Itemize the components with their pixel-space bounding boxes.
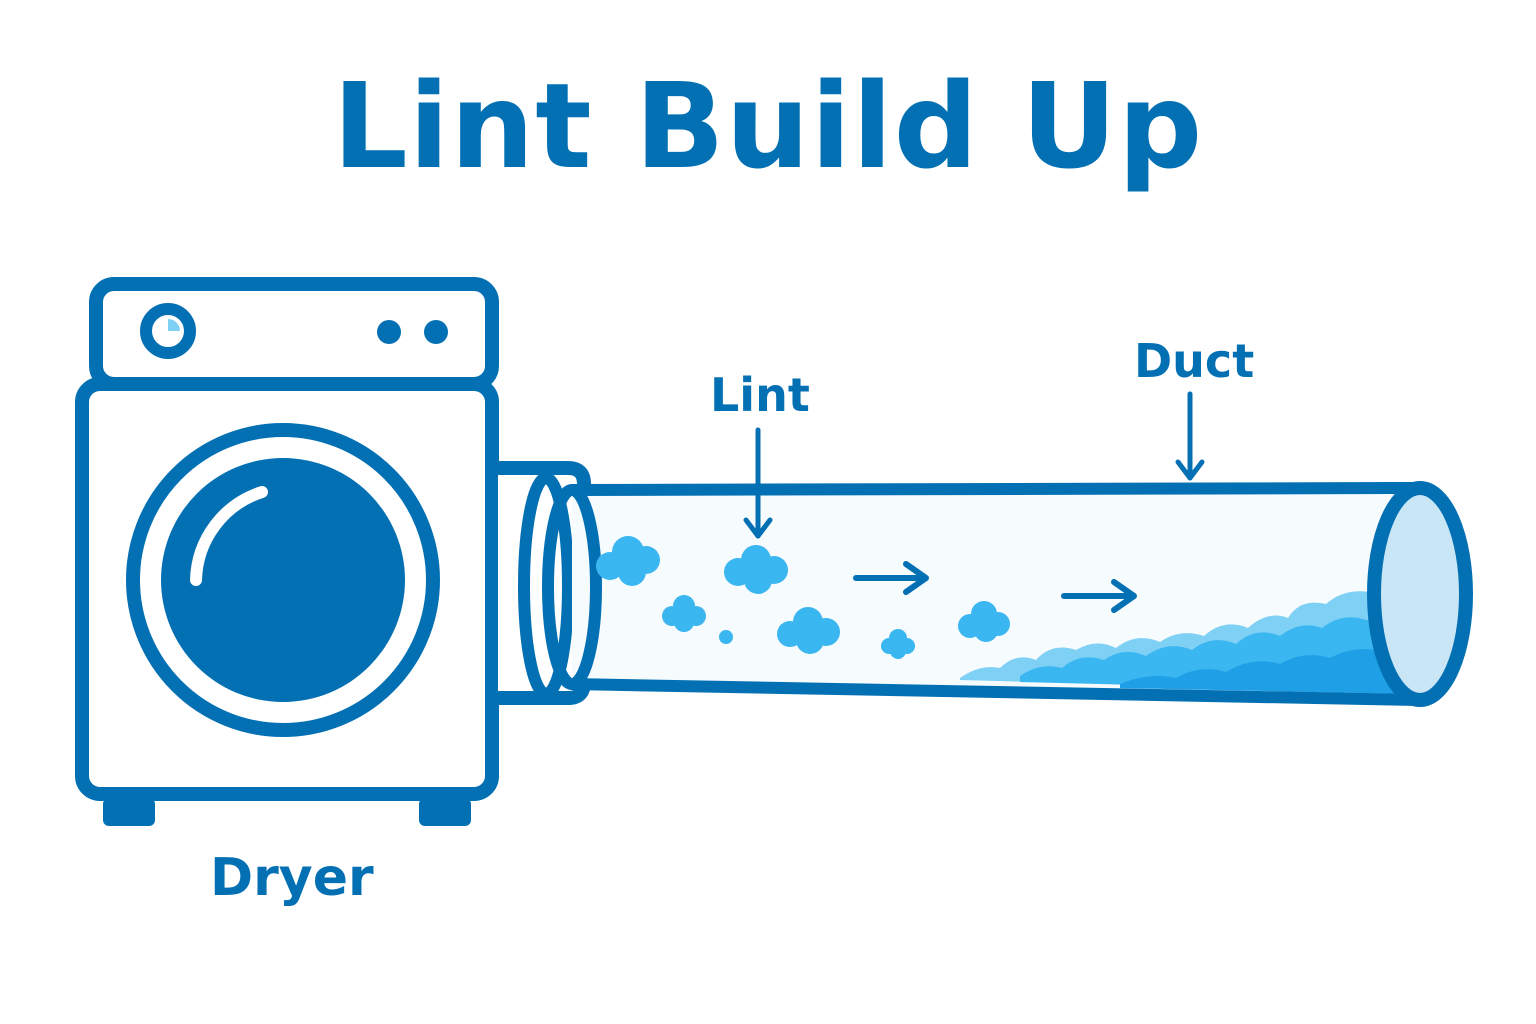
lint-cloud (958, 601, 1010, 642)
duct-connector (498, 461, 591, 705)
lint-cloud (881, 629, 915, 659)
dryer-label: Dryer (210, 848, 374, 908)
duct-pointer-arrow (1175, 391, 1205, 481)
lint-cloud (662, 595, 706, 632)
lint-cloud (724, 545, 788, 594)
dryer-indicator-dot (377, 320, 401, 344)
lint-label: Lint (710, 368, 810, 422)
dryer-foot (419, 798, 471, 826)
page-title: Lint Build Up (332, 57, 1204, 195)
lint-pointer-arrow (743, 427, 773, 539)
lint-cloud (777, 607, 840, 654)
dryer-icon (75, 277, 499, 826)
lint-pile (960, 590, 1410, 694)
lint-speck (719, 630, 733, 644)
dryer-foot (103, 798, 155, 826)
dryer-indicator-dot (424, 320, 448, 344)
flow-arrow (1061, 579, 1137, 613)
dryer-knob-highlight (168, 319, 180, 331)
lint-cloud-icon (596, 536, 1010, 659)
arrow-down-icon (743, 391, 1205, 539)
duct-label: Duct (1134, 334, 1255, 388)
duct-outlet (1374, 488, 1466, 700)
duct-pipe-icon (542, 481, 1473, 707)
dryer-door-glare (190, 486, 268, 586)
flow-arrow (853, 561, 929, 595)
arrow-right-icon (853, 561, 1137, 613)
duct-inlet (542, 484, 602, 690)
lint-cloud (596, 536, 660, 586)
